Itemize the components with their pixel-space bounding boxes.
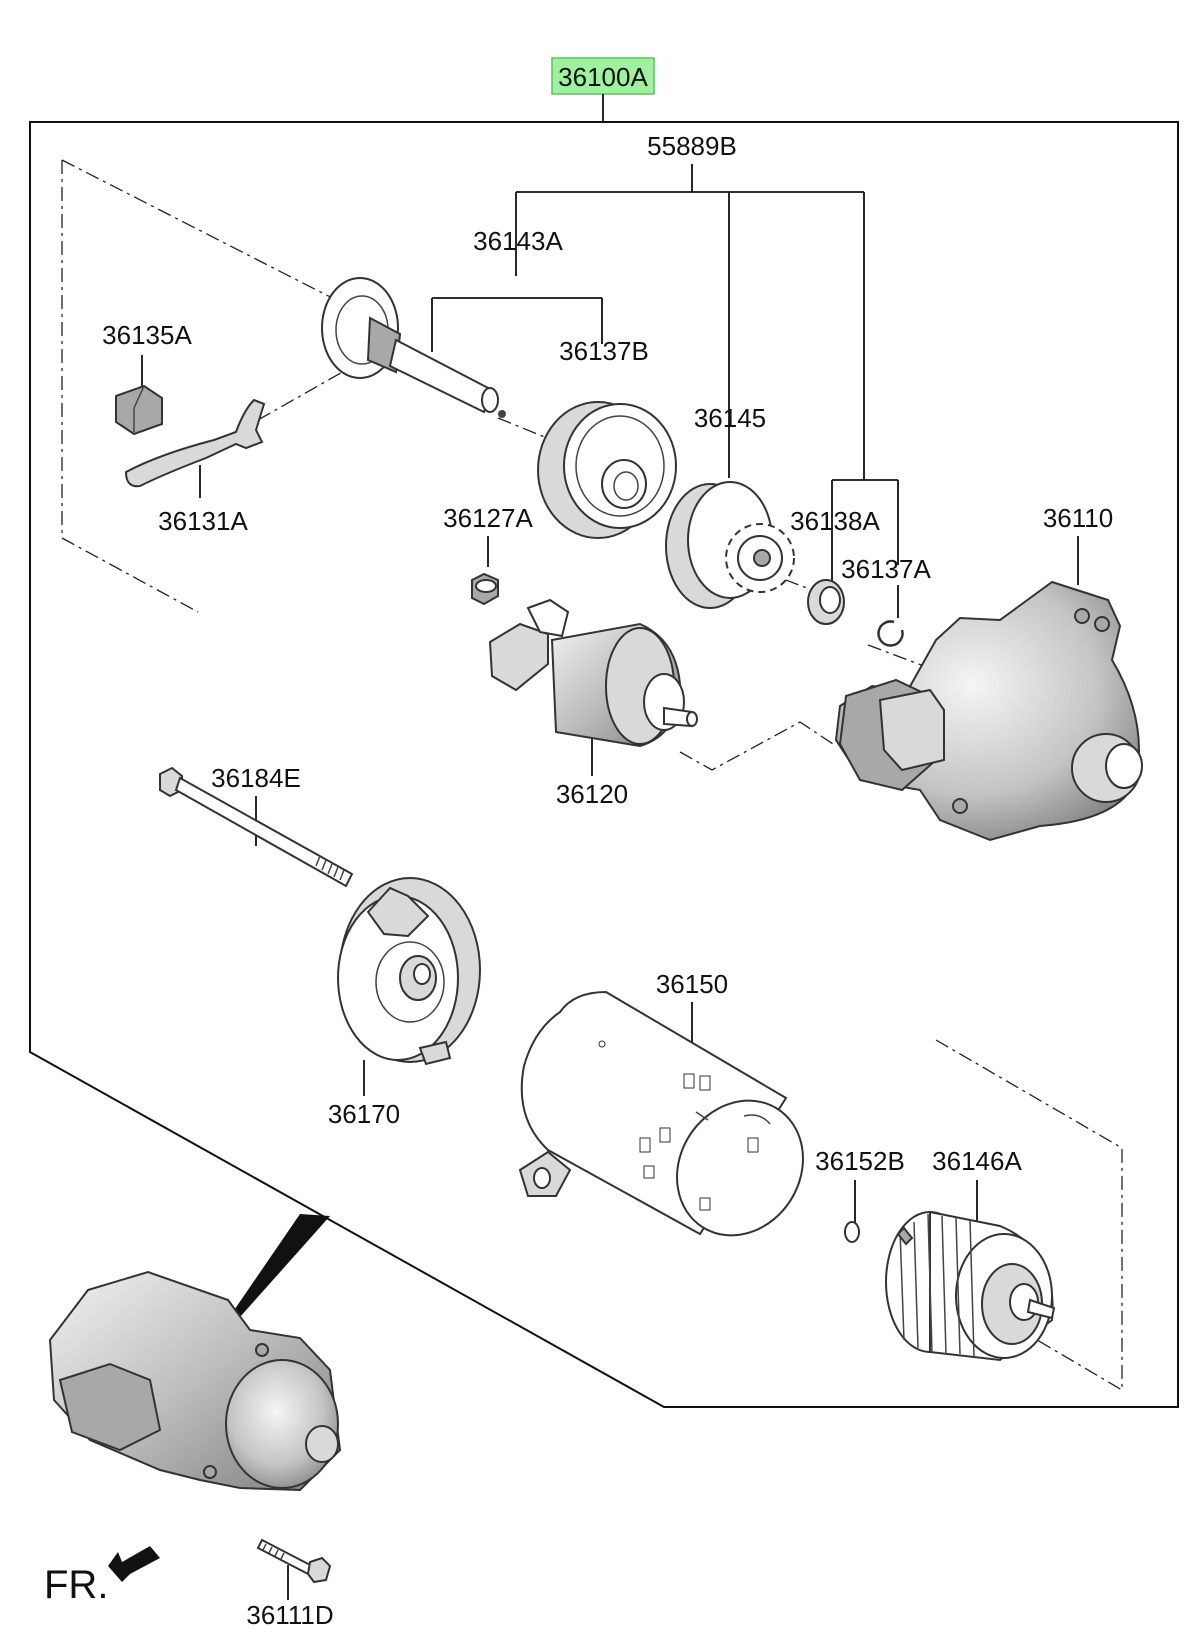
part-36111D-bolt (256, 1538, 332, 1584)
callout-36145[interactable]: 36145 (694, 403, 766, 433)
front-direction-label: FR. (44, 1563, 108, 1607)
part-36152B-washer (844, 1221, 860, 1243)
callout-36146A[interactable]: 36146A (932, 1146, 1022, 1176)
starter-assembly-view (48, 1270, 342, 1492)
callout-36137A[interactable]: 36137A (841, 554, 931, 584)
part-36137A-snap-ring (877, 620, 904, 647)
callout-36138A[interactable]: 36138A (790, 506, 880, 536)
assembly-view-pointer (226, 1214, 330, 1326)
part-36138A-ring (807, 579, 845, 625)
part-36135A-clip (115, 384, 163, 436)
callout-36184E[interactable]: 36184E (211, 763, 301, 793)
part-36170-rear-cover (337, 877, 481, 1066)
alignment-line-left (61, 160, 199, 613)
part-36145-pinion (665, 481, 795, 609)
callout-36131A[interactable]: 36131A (158, 506, 248, 536)
callout-36111D[interactable]: 36111D (246, 1600, 333, 1630)
callout-36170[interactable]: 36170 (328, 1099, 400, 1129)
callout-36135A[interactable]: 36135A (102, 320, 192, 350)
callout-55889B[interactable]: 55889B (647, 131, 737, 161)
callout-36100A[interactable]: 36100A (558, 62, 648, 92)
callout-36127A[interactable]: 36127A (443, 503, 533, 533)
part-36143A-shaft (321, 277, 506, 418)
part-36137B-bearing (537, 401, 677, 539)
part-36127A-nut (471, 572, 499, 606)
callout-36152B[interactable]: 36152B (815, 1146, 905, 1176)
part-36184E-bolt (159, 766, 354, 888)
part-36120-solenoid (488, 598, 698, 748)
callout-36143A[interactable]: 36143A (473, 226, 563, 256)
callout-36110[interactable]: 36110 (1043, 503, 1113, 533)
part-36150-yoke (518, 990, 804, 1237)
part-36131A-lever (124, 398, 266, 488)
assembly-frame (29, 121, 1179, 1408)
front-direction-arrow-icon (108, 1546, 160, 1582)
callout-36137B[interactable]: 36137B (559, 336, 649, 366)
alignment-line-right (935, 1039, 1123, 1392)
callout-36120[interactable]: 36120 (556, 779, 628, 809)
part-36146A-armature (885, 1210, 1056, 1362)
callout-36150[interactable]: 36150 (656, 969, 728, 999)
part-36110-housing (834, 580, 1143, 842)
